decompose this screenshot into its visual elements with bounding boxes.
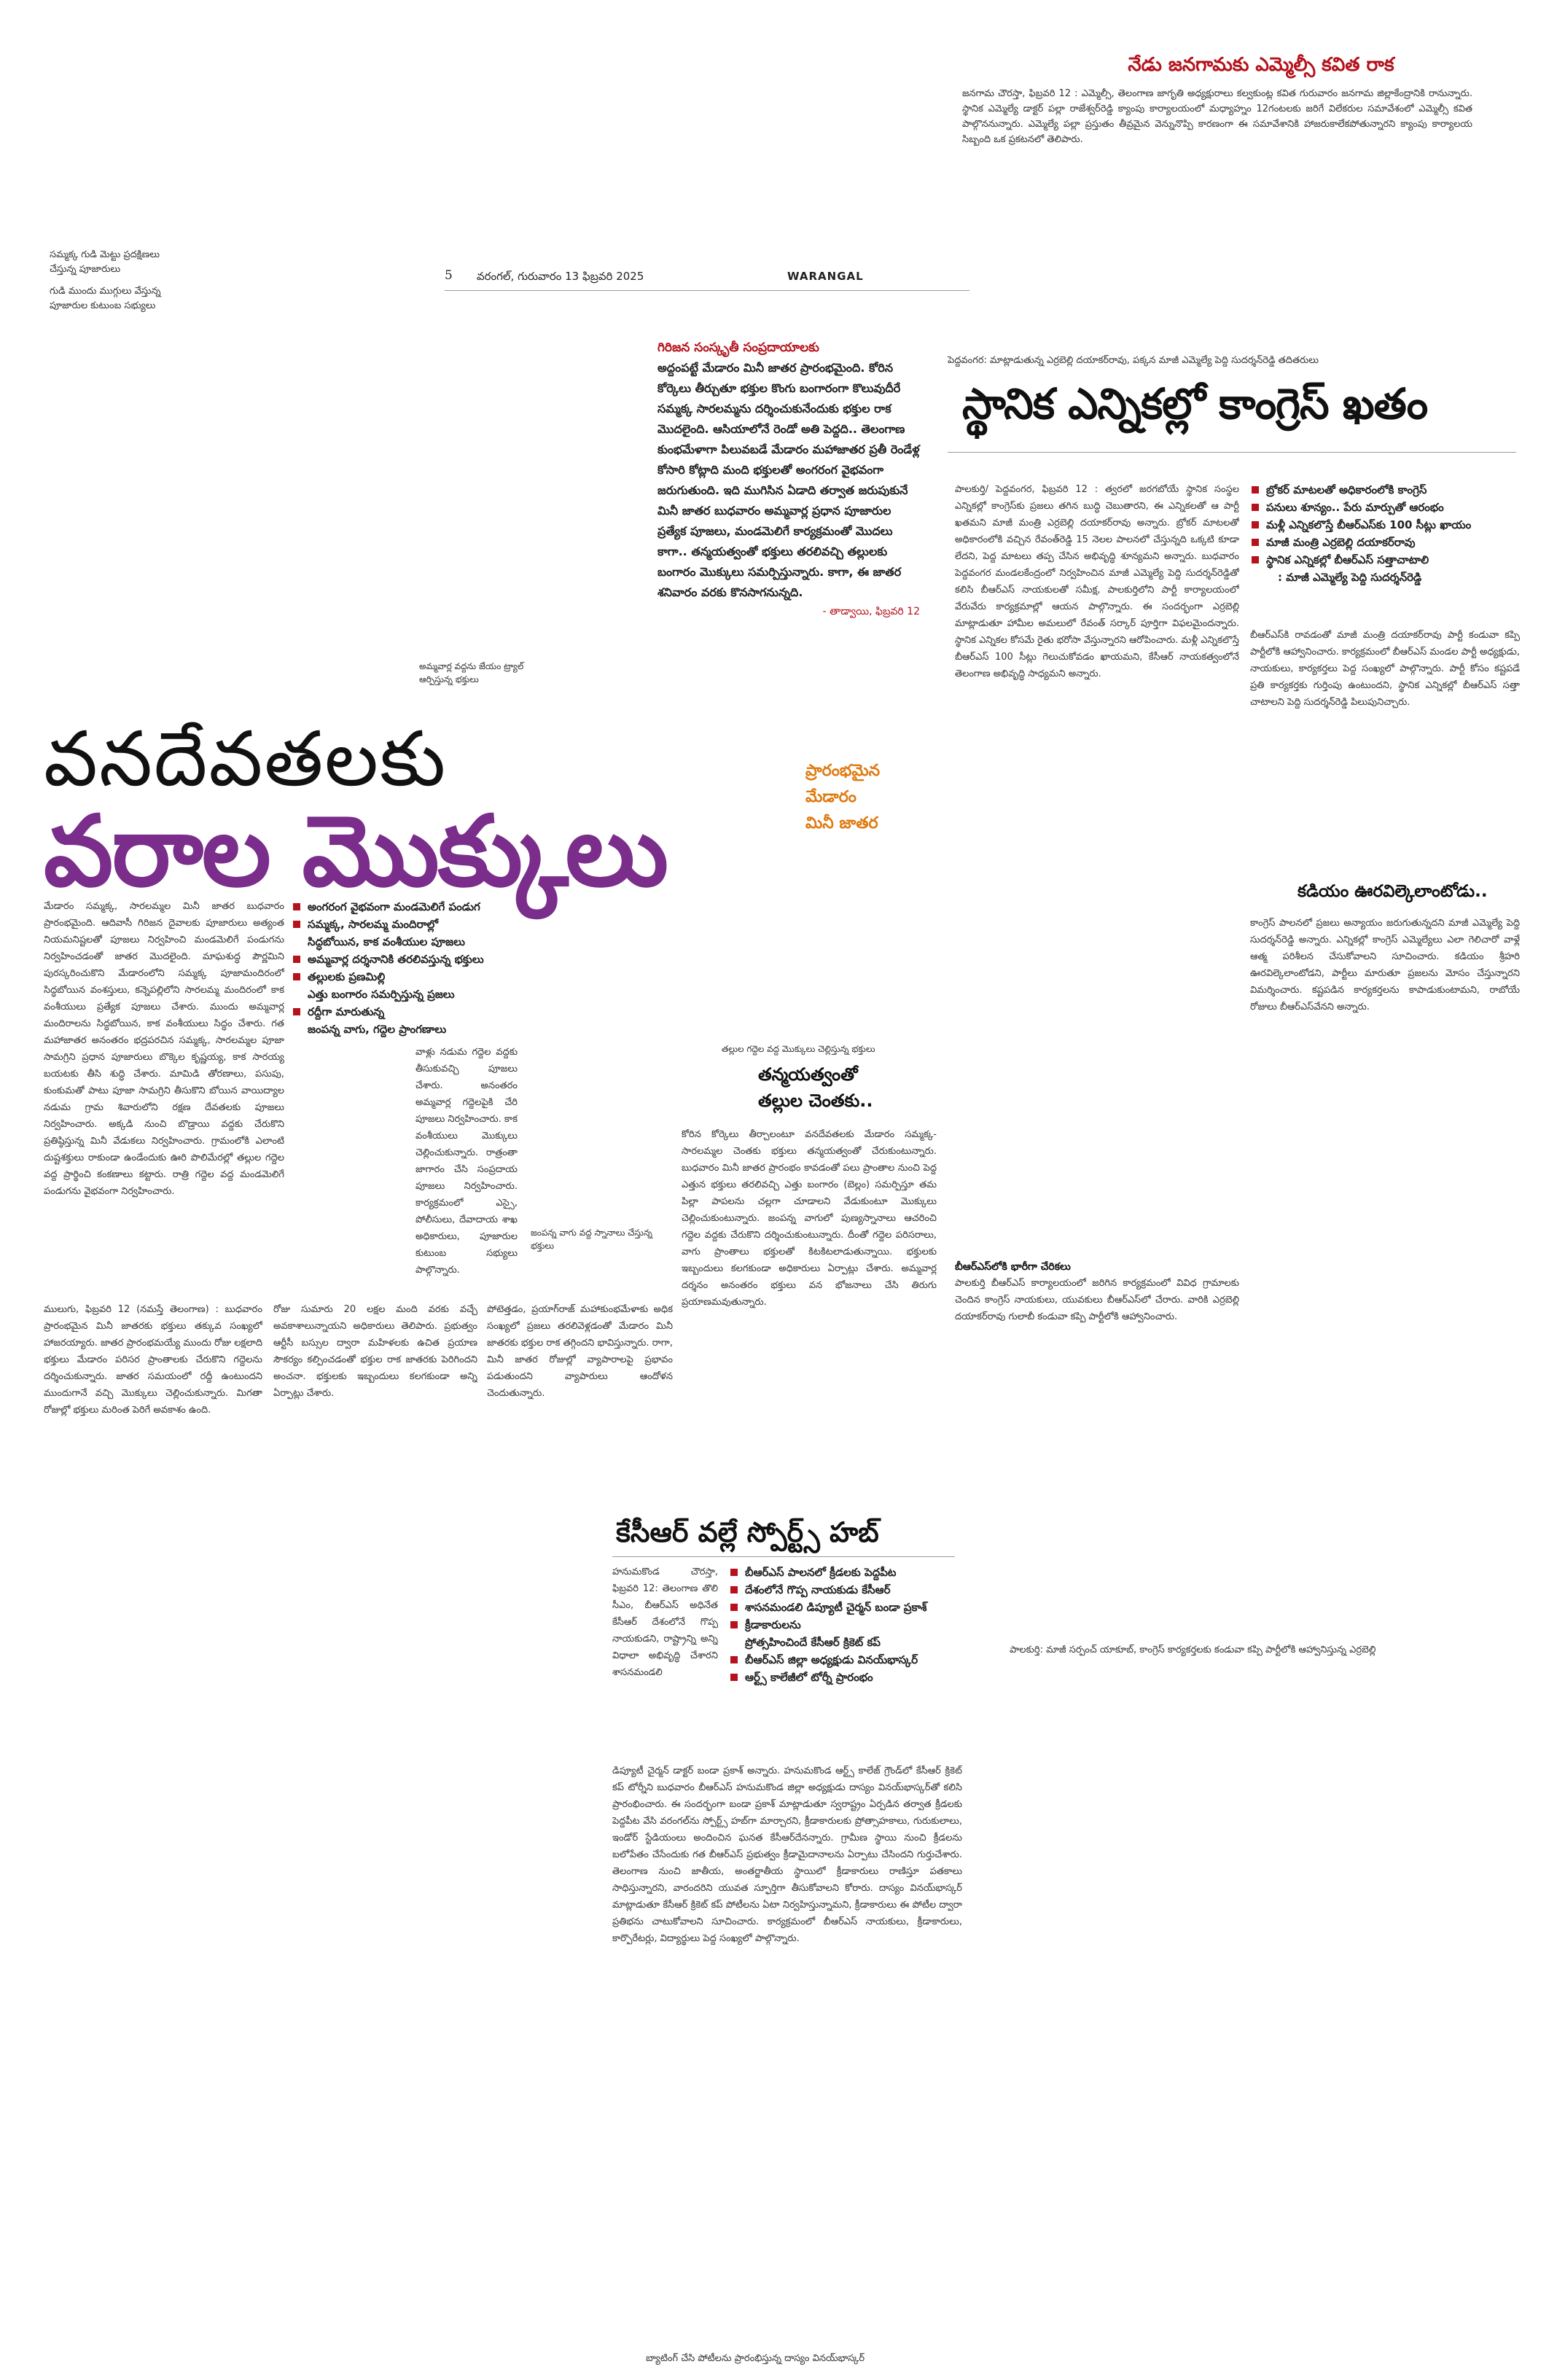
col6-headline-2: తల్లుల చెంతకు..	[758, 1090, 873, 1111]
sports-bullet: బీఆర్‌ఎస్ జిల్లా అధ్యక్షుడు వినయ్‌భాస్కర…	[729, 1651, 969, 1669]
main-bullet: రద్దీగా మారుతున్న	[292, 1003, 510, 1021]
sports-bullet: ప్రోత్సహించిందే కేసీఆర్ క్రికెట్ కప్	[745, 1636, 881, 1649]
right-col-1b-head: బీఆర్‌ఎస్‌లోకి భారీగా చేరికలు	[955, 1261, 1071, 1273]
bullet-square	[730, 1656, 738, 1663]
kicker-line: మినీ జాతర	[805, 814, 878, 832]
sports-bullet: ఆర్ట్స్ కాలేజీలో టోర్నీ ప్రారంభం	[729, 1669, 969, 1686]
bullet-square	[1252, 556, 1259, 563]
main-headline-line1: వనదేవతలకు	[44, 714, 448, 803]
masthead-date: వరంగల్, గురువారం 13 ఫిబ్రవరి 2025	[477, 270, 644, 283]
bullet-square	[293, 921, 300, 928]
main-bullet: అంగరంగ వైభవంగా మండమెలిగే పండుగ	[292, 898, 510, 916]
masthead: 5 వరంగల్, గురువారం 13 ఫిబ్రవరి 2025 WARA…	[445, 268, 969, 287]
top-story-headline: నేడు జనగామకు ఎమ్మెల్సీ కవిత రాక	[1128, 54, 1394, 76]
right-col-2: బీఆర్‌ఎస్‌కి రావడంతో మాజీ మంత్రి దయాకర్‌…	[1250, 630, 1520, 708]
main-bullet: తల్లులకు ప్రణమిల్లి	[292, 968, 510, 986]
top-story-body: జనగామ చౌరస్తా, ఫిబ్రవరి 12 : ఎమ్మెల్సీ, …	[962, 88, 1472, 145]
main-col-5: పోటెత్తడం, ప్రయాగ్‌రాజ్ మహాకుంభమేళాకు అధ…	[487, 1304, 673, 1399]
sports-headline: కేసీఆర్ వల్లే స్పోర్ట్స్ హబ్	[616, 1516, 879, 1548]
right-bullet: : మాజీ ఎమ్మెల్యే పెద్ది సుదర్శన్‌రెడ్డి	[1278, 571, 1422, 584]
right-photo-caption: పెద్దవంగర: మాట్లాడుతున్న ఎర్రబెల్లి దయాక…	[948, 355, 1319, 366]
main-col-1: మేడారం సమ్మక్క, సారలమ్మల మినీ జాతర బుధవా…	[44, 901, 284, 1197]
bullet-square	[293, 1008, 300, 1015]
col6-photo-caption: తల్లుల గద్దెల వద్ద మొక్కులు చెల్లిస్తున్…	[722, 1044, 875, 1054]
bullet-square	[293, 903, 300, 910]
intro-text: అద్దంపట్టే మేడారం మినీ జాతర ప్రారంభమైంది…	[657, 361, 920, 599]
kicker-line: మేడారం	[805, 788, 856, 806]
sports-bullets: బీఆర్‌ఎస్ పాలనలో క్రీడలకు పెద్దపీట దేశంల…	[729, 1564, 969, 1686]
margin-caption-line: గుడి ముందు ముగ్గులు వేస్తున్న	[50, 286, 161, 297]
bullet-square	[1252, 504, 1259, 511]
margin-caption-line: పూజారుల కుటుంబ సభ్యులు	[50, 300, 156, 311]
sports-bullet: బీఆర్‌ఎస్ పాలనలో క్రీడలకు పెద్దపీట	[729, 1564, 969, 1581]
main-col-6: కోరిన కోర్కెలు తీర్చాలంటూ వనదేవతలకు మేడా…	[682, 1129, 937, 1308]
margin-caption-line: చేస్తున్న పూజారులు	[50, 264, 121, 275]
main-bullet: అమ్మవార్ల దర్శనానికి తరలివస్తున్న భక్తుల…	[292, 951, 510, 968]
right-bullet: పనులు శూన్యం.. పేరు మార్పుతో ఆరంభం	[1250, 499, 1527, 516]
bullet-square	[293, 956, 300, 963]
right-sub-headline: కడియం ఊరవిల్కెలాంటోడు..	[1298, 882, 1488, 901]
main-col-4: రోజు సుమారు 20 లక్షల మంది వరకు వచ్చే అవక…	[273, 1304, 477, 1399]
main-bullet: జంపన్న వాగు, గద్దెల ప్రాంగణాలు	[308, 1023, 447, 1036]
main-kicker: ప్రారంభమైన మేడారం మినీ జాతర	[805, 758, 880, 837]
right-col-1b: బీఆర్‌ఎస్‌లోకి భారీగా చేరికలు పాలకుర్తి …	[955, 1261, 1239, 1392]
bullet-square	[293, 973, 300, 980]
sports-intro: హనుమకొండ చౌరస్తా, ఫిబ్రవరి 12: తెలంగాణ త…	[612, 1566, 718, 1678]
bullet-square	[1252, 521, 1259, 528]
sports-bullet: క్రీడాకారులను	[729, 1616, 969, 1634]
right-bullet: మళ్లీ ఎన్నికలొస్తే బీఆర్‌ఎస్‌కు 100 సీట్…	[1250, 516, 1527, 534]
masthead-edition: WARANGAL	[787, 270, 864, 283]
bullet-square	[730, 1674, 738, 1681]
masthead-rule	[445, 290, 969, 291]
main-bullets: అంగరంగ వైభవంగా మండమెలిగే పండుగ సమ్మక్క, …	[292, 898, 510, 1038]
bullet-square	[730, 1621, 738, 1628]
right-col-3: కాంగ్రెస్ పాలనలో ప్రజలు అన్యాయం జరుగుతున…	[1250, 918, 1520, 1013]
top-story: నేడు జనగామకు ఎమ్మెల్సీ కవిత రాక జనగామ చౌ…	[962, 54, 1472, 147]
left-margin-caption: సమ్మక్క గుడి మెట్టు ప్రదక్షిణలు చేస్తున్…	[50, 248, 225, 313]
intro-box: గిరిజన సంస్కృతీ సంప్రదాయాలకు అద్దంపట్టే …	[657, 338, 920, 620]
right-bullets: బ్రోకర్ మాటలతో అధికారంలోకి కాంగ్రెస్ పను…	[1250, 481, 1527, 586]
bullet-square	[730, 1569, 738, 1576]
main-headline-line2: వరాల మొక్కులు	[44, 795, 668, 908]
right-bullet: బ్రోకర్ మాటలతో అధికారంలోకి కాంగ్రెస్	[1250, 481, 1527, 499]
main-col-2: వాళ్లు నడుమ గద్దెల వద్దకు తీసుకువచ్చి పూ…	[415, 1047, 518, 1276]
margin-caption-line: సమ్మక్క గుడి మెట్టు ప్రదక్షిణలు	[50, 249, 160, 260]
intro-lead: గిరిజన సంస్కృతీ సంప్రదాయాలకు	[657, 340, 819, 355]
sports-body: డిప్యూటీ చైర్మన్ డాక్టర్ బండా ప్రకాశ్ అన…	[612, 1766, 962, 1944]
right-col-1b-text: పాలకుర్తి బీఆర్‌ఎస్ కార్యాలయంలో జరిగిన క…	[955, 1278, 1239, 1322]
kicker-line: ప్రారంభమైన	[805, 762, 881, 780]
bullet-square	[730, 1604, 738, 1611]
page-number: 5	[445, 268, 453, 283]
right-bullet: స్థానిక ఎన్నికల్లో బీఆర్‌ఎస్ సత్తాచాటాలి	[1250, 551, 1527, 569]
main-bullet: ఎత్తు బంగారం సమర్పిస్తున్న ప్రజలు	[308, 988, 455, 1001]
main-photo-caption-small: అమ్మవార్ల వద్దను జేయం ట్ర్యాల్ ఆర్పిస్తు…	[419, 661, 524, 684]
bullet-square	[1252, 539, 1259, 546]
right-headline-rule	[948, 452, 1516, 453]
main-bullet: సమ్మక్క, సారలమ్మ మందిరాల్లో	[292, 916, 510, 933]
right-headline: స్థానిక ఎన్నికల్లో కాంగ్రెస్ ఖతం	[962, 379, 1428, 429]
sports-photo-caption: బ్యాటింగ్ చేసి పోటీలను ప్రారంభిస్తున్న ద…	[646, 2353, 865, 2364]
main-col-3: ములుగు, ఫిబ్రవరి 12 (నమస్తే తెలంగాణ) : బ…	[44, 1304, 262, 1416]
bullet-square	[730, 1586, 738, 1593]
right-bullet: మాజీ మంత్రి ఎర్రబెల్లి దయాకర్‌రావు	[1250, 534, 1527, 551]
sports-bullet: దేశంలోనే గొప్ప నాయకుడు కేసీఆర్	[729, 1581, 969, 1599]
bullet-square	[1252, 486, 1259, 493]
right-col-1: పాలకుర్తి/ పెద్దవంగర, ఫిబ్రవరి 12 : త్వర…	[955, 484, 1239, 679]
right-bottom-caption: పాలకుర్తి: మాజీ సర్పంచ్ యాకూబ్, కాంగ్రెస…	[1010, 1644, 1376, 1655]
sports-headline-rule	[612, 1556, 955, 1557]
intro-dateline: - తాడ్వాయి, ఫిబ్రవరి 12	[822, 606, 920, 617]
main-photo-caption: జంపన్న వాగు వద్ద స్నానాలు చేస్తున్న భక్త…	[531, 1228, 652, 1251]
sports-bullet: శాసనమండలి డిప్యూటీ చైర్మన్ బండా ప్రకాశ్	[729, 1599, 969, 1616]
col6-headline-1: తన్మయత్వంతో	[758, 1064, 858, 1085]
main-bullet: సిద్ధబోయిన, కాక వంశీయుల పూజలు	[308, 935, 465, 948]
